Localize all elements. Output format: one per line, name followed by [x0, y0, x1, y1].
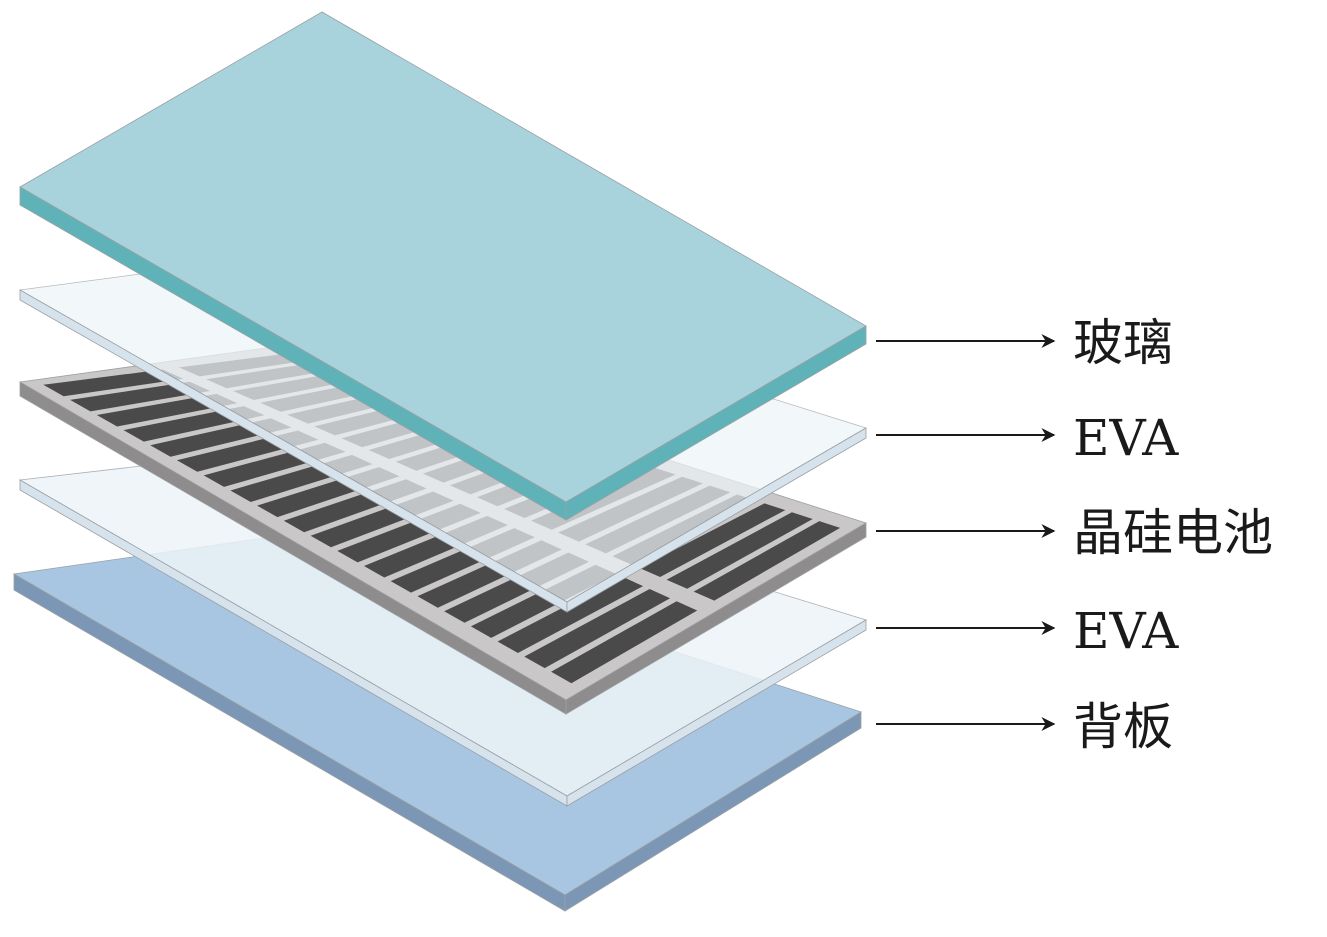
- label-eva-upper-text: EVA: [1073, 409, 1179, 467]
- solar-cell: [551, 601, 698, 684]
- glass-layer: [19, 11, 867, 521]
- solar-cell: [497, 576, 644, 653]
- eva-lower-right-edge: [566, 619, 867, 807]
- solar-cell: [70, 381, 211, 412]
- label-backsheet: 背板: [876, 698, 1173, 756]
- label-backsheet-text: 背板: [1073, 698, 1173, 756]
- label-silicon-cell-text: 晶硅电池: [1073, 504, 1273, 562]
- solar-cell: [693, 521, 841, 601]
- glass-right-edge: [565, 325, 867, 521]
- solar-cell: [666, 512, 813, 589]
- eva-upper-right-edge: [566, 427, 867, 613]
- label-glass-text: 玻璃: [1073, 314, 1173, 372]
- solar-cell: [524, 589, 671, 669]
- cell-frame-right-edge: [565, 522, 867, 715]
- label-eva-lower: EVA: [876, 602, 1179, 660]
- backsheet-right-edge: [564, 711, 862, 912]
- label-eva-upper: EVA: [876, 409, 1179, 467]
- label-silicon-cell: 晶硅电池: [876, 504, 1273, 562]
- label-glass: 玻璃: [876, 314, 1173, 372]
- label-eva-lower-text: EVA: [1073, 602, 1179, 660]
- solar-cell: [639, 503, 786, 577]
- solar-cell: [43, 369, 184, 397]
